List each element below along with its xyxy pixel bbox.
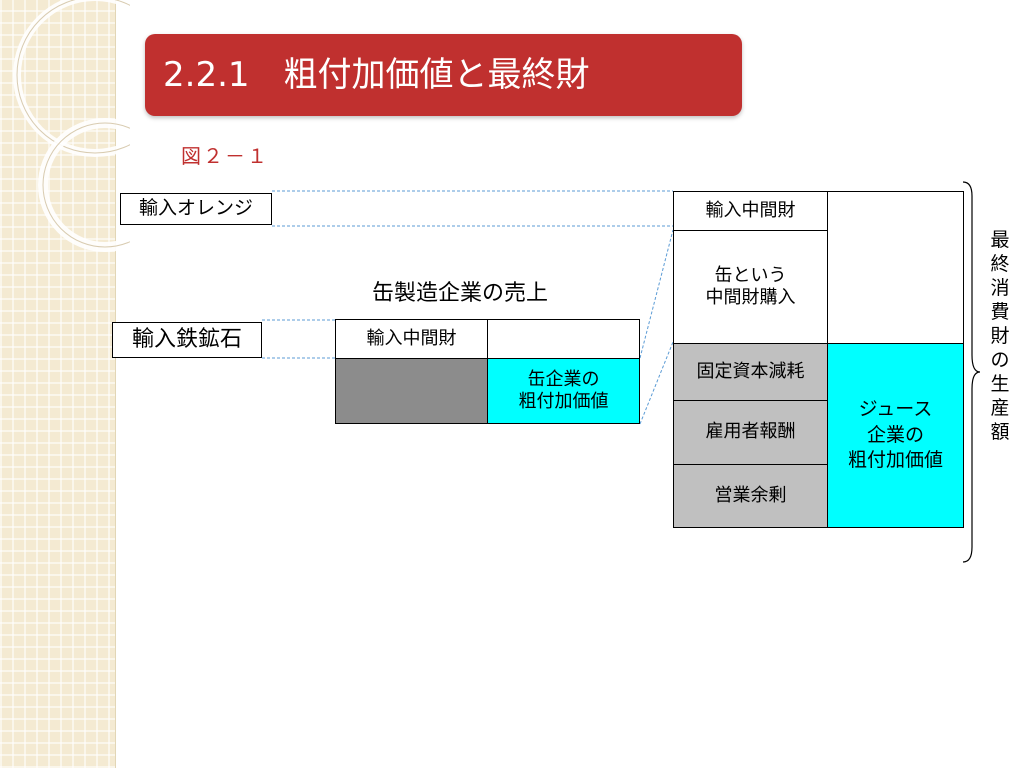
can-empty-box	[487, 319, 640, 359]
can-connector-bottom	[639, 341, 674, 425]
can-dark-box	[335, 358, 488, 424]
decorative-rings	[13, 0, 130, 252]
compensation-box: 雇用者報酬	[673, 400, 828, 465]
juice-value-added-box: ジュース 企業の 粗付加価値	[827, 343, 964, 528]
final-goods-production-label: 最終消費財の生産額	[990, 229, 1010, 443]
figure-label: 図２－１	[181, 144, 269, 168]
title-banner: 2.2.1 粗付加価値と最終財	[145, 34, 742, 116]
can-connector-top	[639, 229, 674, 359]
final-goods-brace	[962, 181, 981, 563]
juice-can-purchase-box: 缶という 中間財購入	[673, 230, 828, 344]
operating-surplus-box: 営業余剰	[673, 464, 828, 528]
can-intermediate-box: 輸入中間財	[335, 319, 488, 359]
can-sales-label: 缶製造企業の売上	[372, 281, 549, 306]
imported-orange-box: 輸入オレンジ	[120, 193, 272, 225]
juice-empty-box	[827, 191, 964, 344]
page-title: 2.2.1 粗付加価値と最終財	[163, 55, 590, 95]
depreciation-box: 固定資本減耗	[673, 343, 828, 401]
can-value-added-box: 缶企業の 粗付加価値	[487, 358, 640, 424]
imported-iron-ore-box: 輸入鉄鉱石	[112, 322, 262, 358]
juice-intermediate-box: 輸入中間財	[673, 191, 828, 231]
